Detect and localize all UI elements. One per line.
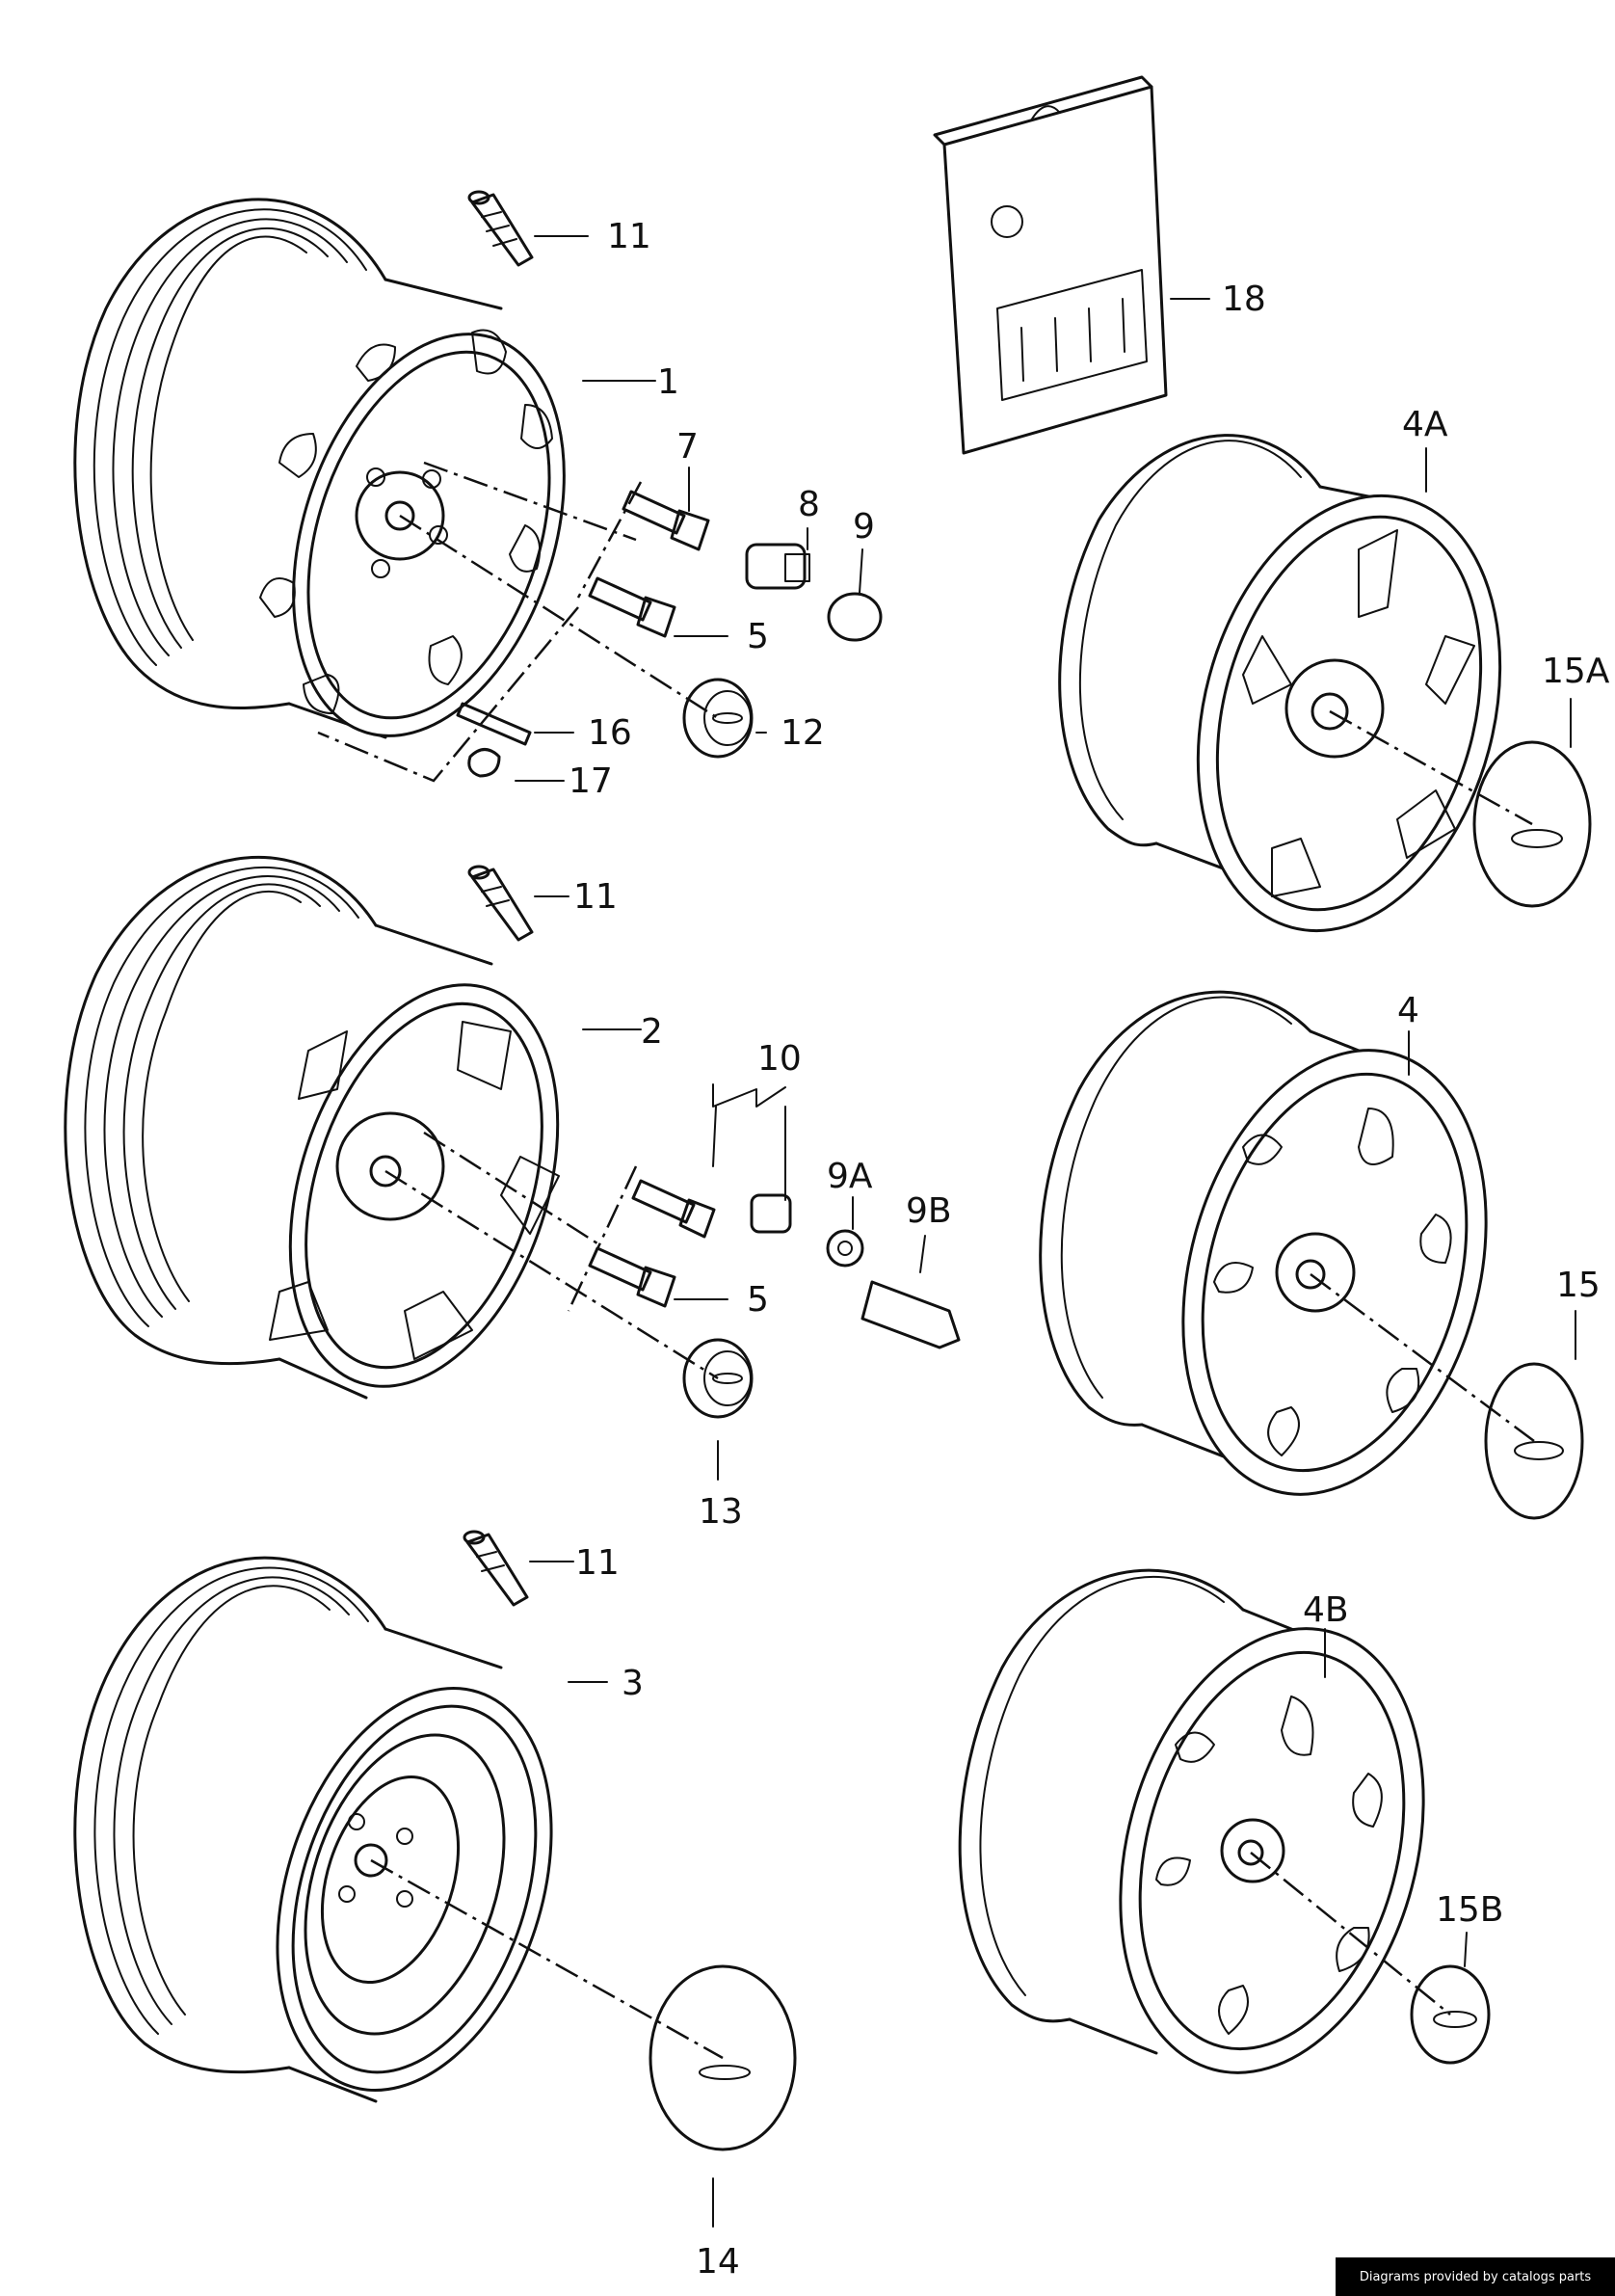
lock-bolt-kit-box: [933, 75, 1168, 455]
valve-11c: [463, 1530, 529, 1607]
wheel-1: [73, 198, 566, 739]
wheel-4a: [1058, 434, 1502, 933]
tool-9b: [860, 1280, 961, 1349]
callout-8: 8: [798, 485, 820, 524]
bolt-10: [631, 1179, 716, 1239]
callout-16: 16: [588, 713, 632, 753]
callout-9A: 9A: [827, 1157, 873, 1196]
center-cap-12: [682, 678, 754, 759]
leader-lines: [515, 235, 1576, 2228]
callout-15A: 15A: [1542, 652, 1610, 691]
callout-5-top: 5: [747, 617, 769, 656]
callout-4: 4: [1397, 991, 1419, 1030]
callout-1: 1: [657, 362, 679, 402]
hubcap-14: [649, 1964, 797, 2151]
center-cap-15b: [1410, 1964, 1491, 2065]
valve-11a: [467, 190, 534, 267]
callout-13: 13: [699, 1492, 743, 1532]
center-cap-13: [682, 1338, 754, 1419]
callout-11-bottom: 11: [575, 1543, 620, 1583]
nut-9a: [826, 1229, 864, 1268]
lock-bolt-8: [745, 543, 810, 590]
bolt-5a: [588, 576, 676, 638]
callout-15: 15: [1556, 1266, 1601, 1305]
cap-9: [827, 592, 883, 642]
wheel-4b: [958, 1568, 1425, 2074]
valve-11b: [467, 865, 534, 942]
callout-14: 14: [696, 2242, 740, 2282]
center-cap-15a: [1472, 740, 1592, 908]
callout-10: 10: [757, 1039, 802, 1079]
callout-2: 2: [641, 1012, 663, 1052]
callout-11-top: 11: [607, 217, 651, 256]
wheel-2: [64, 855, 560, 1400]
callout-17: 17: [569, 761, 613, 801]
assembly-lines: [317, 461, 1535, 2060]
callout-9: 9: [853, 507, 875, 547]
adapter-10: [750, 1193, 792, 1234]
callout-18: 18: [1222, 280, 1266, 319]
clip-16: [456, 702, 532, 746]
bolt-7: [622, 490, 710, 551]
center-cap-15: [1484, 1362, 1584, 1520]
bolt-5b: [588, 1246, 676, 1308]
callout-4A: 4A: [1402, 405, 1448, 444]
callout-12: 12: [781, 713, 825, 753]
callout-9B: 9B: [906, 1191, 952, 1231]
callout-5-middle: 5: [747, 1280, 769, 1320]
footer-credit: Diagrams provided by catalogs parts: [1336, 2257, 1615, 2296]
callout-3: 3: [622, 1664, 644, 1703]
wheel-3: [73, 1556, 553, 2103]
callout-labels: 11 1 7 8 9 5 12 16 17 18 4A 15A 11 2 10 …: [569, 217, 1610, 2282]
callout-15B: 15B: [1436, 1890, 1504, 1930]
callout-11-middle: 11: [573, 877, 618, 917]
clip-17: [467, 748, 501, 778]
callout-4B: 4B: [1303, 1590, 1349, 1630]
callout-7: 7: [676, 427, 699, 467]
wheel-4: [1039, 990, 1488, 1496]
